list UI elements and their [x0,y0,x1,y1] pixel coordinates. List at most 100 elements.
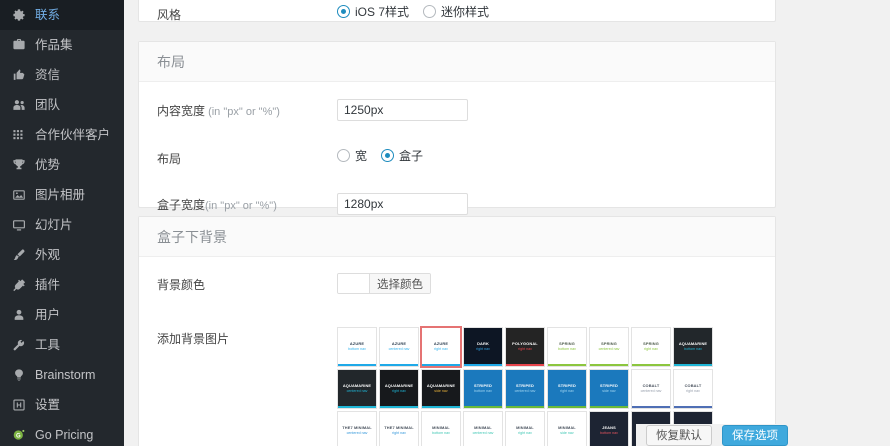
sidebar-item-item-0[interactable]: 联系 [0,0,124,30]
sidebar-item-label: 图片相册 [35,187,86,202]
color-swatch-preview[interactable] [338,274,370,293]
pattern-title: AQUAMARINE [342,383,372,389]
pattern-subtitle: bottom nav [474,389,492,394]
brush-icon [9,246,28,264]
pattern-title: MINIMAL [516,425,534,431]
background-panel-title: 盒子下背景 [157,228,227,245]
box-width-input[interactable] [337,193,468,215]
pattern-accent-bar [590,405,628,408]
sidebar-item-item-10[interactable]: 用户 [0,300,124,330]
pattern-title: COBALT [684,383,702,389]
sidebar-item-brainstorm[interactable]: Brainstorm [0,360,124,390]
pattern-title: JEANS [602,425,616,431]
layout-mode-radio-group[interactable]: 宽 盒子 [337,147,757,164]
sidebar-item-label: 团队 [35,97,61,112]
style-option-0[interactable]: iOS 7样式 [337,3,409,20]
content-width-label-sub: (in "px" or "%") [205,106,280,118]
svg-text:G: G [15,433,20,439]
style-option-label: iOS 7样式 [355,5,410,19]
sidebar-item-label: 用户 [35,307,61,322]
sidebar-item-item-8[interactable]: 外观 [0,240,124,270]
layout-mode-field: 宽 盒子 [337,146,757,164]
pattern-title: AZURE [391,341,407,347]
pattern-accent-bar [464,363,502,366]
bg-color-row: 背景颜色 选择颜色 [139,257,775,298]
sidebar-item-label: Brainstorm [35,367,96,382]
sidebar-item-item-2[interactable]: 资信 [0,60,124,90]
style-option-label: 迷你样式 [441,5,490,19]
pattern-title: AQUAMARINE [678,341,708,347]
bg-color-label: 背景颜色 [157,278,206,292]
pattern-subtitle: bottom nav [432,431,450,436]
reset-defaults-button[interactable]: 恢复默认 [646,424,712,446]
sidebar-item-item-6[interactable]: 图片相册 [0,180,124,210]
pattern-subtitle: right nav [476,347,490,352]
style-option-1[interactable]: 迷你样式 [423,3,489,20]
pattern-subtitle: side nav [434,389,448,394]
color-picker[interactable]: 选择颜色 [337,273,431,294]
users-icon [9,96,28,114]
pattern-title: AZURE [433,341,449,347]
content-width-label: 内容宽度 (in "px" or "%") [157,98,337,121]
layout-mode-option-1[interactable]: 盒子 [381,147,423,164]
content-width-input[interactable] [337,99,468,121]
sidebar-item-item-1[interactable]: 作品集 [0,30,124,60]
layout-mode-radio-0[interactable] [337,149,350,162]
pattern-accent-bar [632,363,670,366]
sidebar-item-item-11[interactable]: 工具 [0,330,124,360]
layout-mode-option-label: 盒子 [399,149,424,163]
pattern-title: COBALT [642,383,660,389]
style-radio-group[interactable]: iOS 7样式 迷你样式 [337,3,757,20]
choose-color-button[interactable]: 选择颜色 [370,274,430,293]
sidebar-item-item-5[interactable]: 优势 [0,150,124,180]
sidebar-item-item-4[interactable]: 合作伙伴客户 [0,120,124,150]
sidebar-item-label: 外观 [35,247,61,262]
layout-panel-title: 布局 [157,53,185,70]
sidebar-item-label: 资信 [35,67,61,82]
gallery-icon [9,186,28,204]
layout-mode-row: 布局 宽盒子 [139,121,775,168]
pattern-subtitle: right nav [518,347,532,352]
pattern-subtitle: bottom nav [600,431,618,436]
sidebar-item-item-13[interactable]: 设置 [0,390,124,420]
layout-mode-radio-1[interactable] [381,149,395,162]
style-radio-1[interactable] [423,5,437,18]
sidebar-item-item-7[interactable]: 幻灯片 [0,210,124,240]
layout-mode-option-0[interactable]: 宽 [337,147,367,164]
sidebar-item-item-9[interactable]: 插件 [0,270,124,300]
save-options-button[interactable]: 保存选项 [722,424,788,446]
style-radio-0[interactable] [337,5,350,18]
sidebar-item-item-3[interactable]: 团队 [0,90,124,120]
pattern-subtitle: right nav [392,431,406,436]
bg-color-field: 选择颜色 [337,272,757,298]
box-width-label: 盒子宽度(in "px" or "%") [157,192,337,215]
pattern-subtitle: right nav [644,347,658,352]
